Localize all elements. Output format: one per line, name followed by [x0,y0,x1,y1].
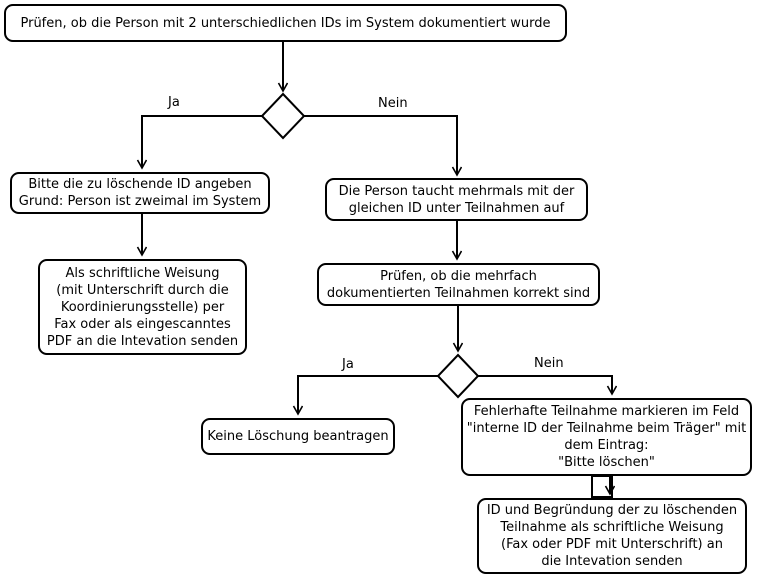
node-enter-id-to-delete: Bitte die zu löschende ID angeben Grund:… [10,172,270,214]
node-mark-faulty-participation-text: Fehlerhafte Teilnahme markieren im Feld … [466,404,747,470]
node-no-deletion-text: Keine Löschung beantragen [207,429,389,444]
node-send-id-and-reason: ID und Begründung der zu löschenden Teil… [477,498,747,574]
node-send-id-and-reason-text: ID und Begründung der zu löschenden Teil… [486,503,738,569]
node-check-participations: Prüfen, ob die mehrfach dokumentierten T… [317,263,600,306]
decision2-yes-label: Ja [341,357,355,372]
node-check-two-ids: Prüfen, ob die Person mit 2 unterschiedl… [4,4,567,42]
node-written-instruction-fax-text: Als schriftliche Weisung (mit Unterschri… [46,265,239,349]
node-person-same-id-text: Die Person taucht mehrmals mit der gleic… [338,183,575,216]
decision1-no-label: Nein [377,96,409,111]
connector-decision2-yes [298,375,438,414]
connector-decision2-no [478,375,612,394]
node-check-two-ids-text: Prüfen, ob die Person mit 2 unterschiedl… [20,15,551,31]
connector-decision1-no [304,115,457,175]
decision2-diamond [436,353,480,399]
node-mark-faulty-participation: Fehlerhafte Teilnahme markieren im Feld … [461,398,752,476]
node-check-participations-text: Prüfen, ob die mehrfach dokumentierten T… [326,268,591,301]
node-enter-id-to-delete-text: Bitte die zu löschende ID angeben Grund:… [18,177,262,209]
node-no-deletion: Keine Löschung beantragen [201,418,395,455]
decision1-yes-label: Ja [167,95,181,110]
decision1-diamond [260,92,306,140]
node-person-same-id: Die Person taucht mehrmals mit der gleic… [325,178,588,221]
decision2-no-label: Nein [533,356,565,371]
node-written-instruction-fax: Als schriftliche Weisung (mit Unterschri… [38,259,247,355]
connector-decision1-yes [142,115,262,168]
